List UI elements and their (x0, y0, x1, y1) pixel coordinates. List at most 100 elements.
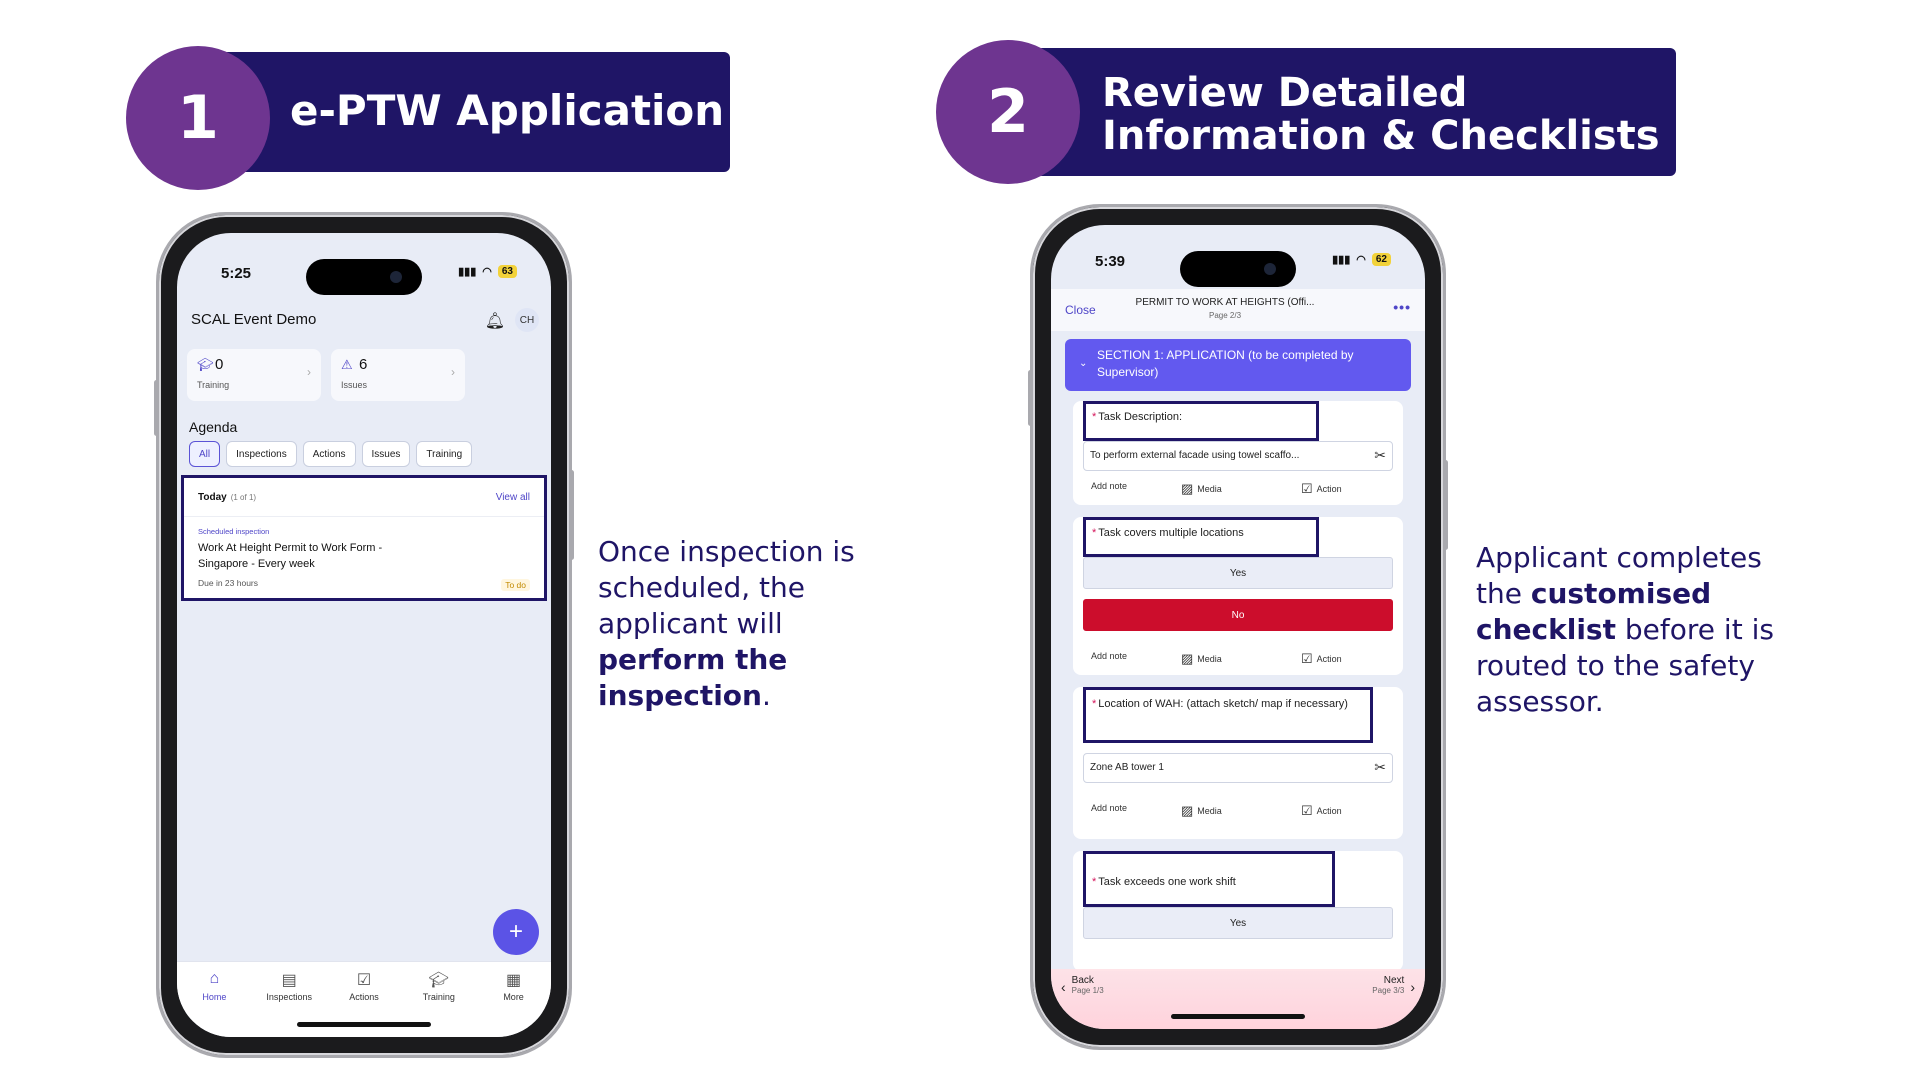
dynamic-island (1180, 251, 1296, 287)
filter-all[interactable]: All (189, 441, 221, 467)
status-icons: ▮▮▮ ◠ 62 (1332, 253, 1391, 266)
close-button[interactable]: Close (1065, 303, 1096, 317)
chevron-left-icon: ‹ (1061, 979, 1066, 995)
inspection-item-title[interactable]: Work At Height Permit to Work Form - Sin… (198, 542, 383, 570)
action-button[interactable]: ☑Action (1301, 651, 1342, 667)
tab-label: Actions (349, 992, 379, 1002)
status-time: 5:39 (1095, 253, 1126, 270)
tools-icon[interactable]: ✂︎ (1374, 447, 1386, 463)
action-button[interactable]: ☑Action (1301, 481, 1342, 497)
step2-banner (1036, 48, 1676, 176)
section-title: SECTION 1: APPLICATION (to be completed … (1097, 348, 1354, 379)
caption2-line1: Applicant completes (1476, 541, 1762, 574)
filter-issues[interactable]: Issues (361, 441, 411, 467)
caption2-line5: assessor. (1476, 685, 1604, 718)
tab-training[interactable]: 🎓︎Training (409, 970, 469, 1037)
org-title: SCAL Event Demo (191, 311, 317, 328)
row-actions: Add note ▨Media ☑Action (1091, 803, 1385, 821)
chevron-right-icon: › (307, 365, 311, 379)
stat-value: 6 (359, 356, 368, 373)
label-text: Task Description: (1098, 411, 1183, 423)
media-button[interactable]: ▨Media (1181, 803, 1222, 819)
task-description-field[interactable]: To perform external facade using towel s… (1083, 441, 1393, 471)
image-icon: ▨ (1181, 651, 1194, 666)
add-note-label: Add note (1091, 651, 1128, 661)
add-note-label: Add note (1091, 481, 1128, 491)
option-no[interactable]: No (1083, 599, 1393, 631)
tools-icon[interactable]: ✂︎ (1374, 759, 1386, 775)
tab-more[interactable]: ▦More (484, 970, 544, 1037)
row-actions: Add note ▨Media ☑Action (1091, 481, 1385, 499)
image-icon: ▨ (1181, 803, 1194, 818)
chevron-right-icon: › (451, 365, 455, 379)
section-header[interactable]: ⌄ SECTION 1: APPLICATION (to be complete… (1065, 339, 1411, 391)
action-button[interactable]: ☑Action (1301, 803, 1342, 819)
option-yes[interactable]: Yes (1083, 557, 1393, 589)
add-note-label: Add note (1091, 803, 1128, 813)
phone2: 5:39 ▮▮▮ ◠ 62 Close PERMIT TO WORK AT HE… (1030, 204, 1446, 1050)
question-label: *Task Description: (1083, 401, 1319, 441)
divider (184, 516, 544, 517)
caption1-bold1: perform the (598, 643, 788, 676)
media-button[interactable]: ▨Media (1181, 651, 1222, 667)
question-label: *Location of WAH: (attach sketch/ map if… (1083, 687, 1373, 743)
caption1-line3: applicant will (598, 607, 783, 640)
caption1-bold2: inspection (598, 679, 762, 712)
tab-inspections[interactable]: ▤Inspections (259, 970, 319, 1037)
graduation-cap-icon: 🎓︎ (428, 972, 449, 989)
row-actions: Add note ▨Media ☑Action (1091, 651, 1385, 669)
location-field[interactable]: Zone AB tower 1✂︎ (1083, 753, 1393, 783)
tab-label: Inspections (266, 992, 312, 1002)
stat-value: 0 (215, 356, 224, 373)
status-icons: ▮▮▮ ◠ 63 (458, 265, 517, 278)
answer-text: To perform external facade using towel s… (1090, 450, 1300, 461)
required-marker: * (1092, 698, 1097, 710)
back-page: Page 1/3 (1071, 986, 1104, 995)
stat-card-issues[interactable]: ⚠︎ 6 Issues › (331, 349, 465, 401)
tab-home[interactable]: ⌂Home (184, 970, 244, 1037)
step2-title: Review Detailed Information & Checklists (1102, 70, 1660, 160)
media-button[interactable]: ▨Media (1181, 481, 1222, 497)
tab-actions[interactable]: ☑Actions (334, 970, 394, 1037)
question-label: *Task exceeds one work shift (1083, 851, 1335, 907)
battery-icon: 63 (497, 265, 517, 278)
question-label: *Task covers multiple locations (1083, 517, 1319, 557)
wifi-icon: ◠ (1356, 254, 1366, 266)
filter-actions[interactable]: Actions (302, 441, 356, 467)
add-note-button[interactable]: Add note (1091, 651, 1127, 661)
today-label: Today(1 of 1) (198, 492, 256, 503)
next-label: Next (1383, 975, 1405, 986)
signal-icon: ▮▮▮ (458, 266, 477, 278)
add-button[interactable]: + (493, 909, 539, 955)
view-all-link[interactable]: View all (495, 492, 530, 503)
action-label: Action (1316, 484, 1342, 494)
filter-training[interactable]: Training (416, 441, 473, 467)
caption1-line1: Once inspection is (598, 535, 855, 568)
step2-title-line2: Information & Checklists (1102, 113, 1660, 160)
option-yes[interactable]: Yes (1083, 907, 1393, 939)
media-label: Media (1197, 806, 1222, 816)
due-text: Due in 23 hours (198, 578, 259, 588)
tab-label: More (503, 992, 524, 1002)
dynamic-island (306, 259, 422, 295)
action-label: Action (1316, 654, 1342, 664)
filter-inspections[interactable]: Inspections (226, 441, 297, 467)
add-note-button[interactable]: Add note (1091, 803, 1127, 813)
required-marker: * (1092, 411, 1097, 423)
chevron-down-icon: ⌄ (1079, 358, 1088, 369)
caption2-post: before it is (1616, 613, 1774, 646)
action-label: Action (1316, 806, 1342, 816)
avatar[interactable]: CH (515, 308, 539, 332)
stat-card-training[interactable]: 🎓︎ 0 Training › (187, 349, 321, 401)
phone2-screen: 5:39 ▮▮▮ ◠ 62 Close PERMIT TO WORK AT HE… (1051, 225, 1425, 1029)
step2-title-line1: Review Detailed (1102, 70, 1468, 116)
issue-icon: ⚠︎ (341, 357, 353, 372)
add-note-button[interactable]: Add note (1091, 481, 1127, 491)
bell-icon[interactable]: 🔔︎ (484, 313, 505, 330)
action-icon: ☑ (1301, 481, 1313, 496)
more-icon[interactable]: ••• (1393, 299, 1411, 315)
today-text: Today (198, 492, 227, 503)
